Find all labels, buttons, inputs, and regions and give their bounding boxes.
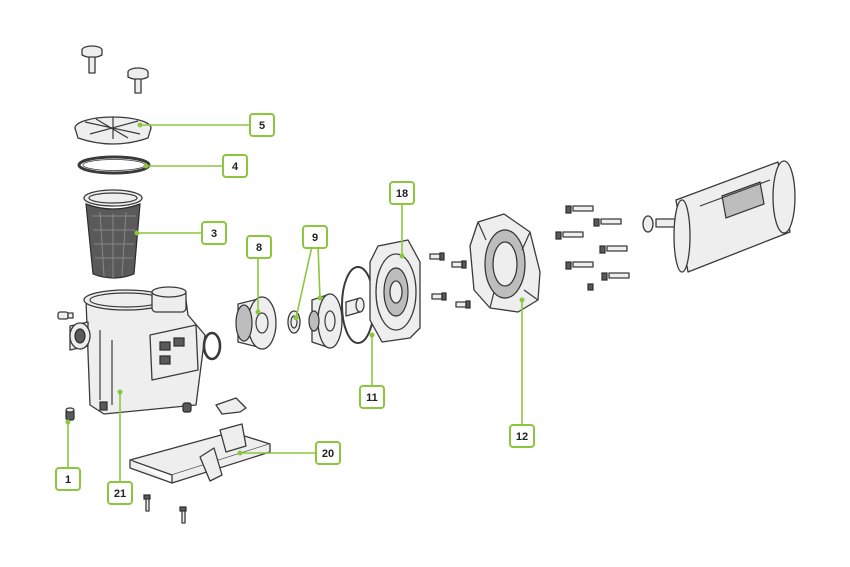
callout-label: 1 (65, 474, 71, 486)
impeller-ring (287, 310, 301, 334)
callout-1: 1 (55, 467, 81, 491)
callout-3: 3 (201, 221, 227, 245)
callout-20: 20 (315, 441, 341, 465)
callout-21: 21 (107, 481, 133, 505)
callout-4: 4 (222, 154, 248, 178)
callout-12: 12 (509, 424, 535, 448)
motor-bolts (555, 205, 630, 291)
callout-11: 11 (359, 385, 385, 409)
callout-label: 5 (259, 120, 265, 132)
callout-label: 21 (114, 488, 126, 500)
callout-label: 12 (516, 431, 528, 443)
drain-plug-left (57, 311, 74, 320)
callout-label: 11 (366, 392, 378, 404)
callout-8: 8 (246, 235, 272, 259)
seal-plate (369, 239, 421, 343)
mechanical-seal (345, 297, 365, 317)
housing-o-ring (202, 331, 222, 361)
drain-plug-1 (65, 407, 75, 421)
lid-knob-right (127, 67, 149, 94)
callout-label: 9 (312, 232, 318, 244)
motor-adapter (469, 213, 541, 313)
lid-knob-left (81, 45, 103, 74)
impeller (308, 293, 343, 349)
diffuser (235, 296, 277, 350)
pump-housing (69, 286, 206, 415)
callout-label: 8 (256, 242, 262, 254)
base-clip (215, 397, 247, 415)
lid-o-ring (77, 155, 151, 175)
small-plug-center (182, 402, 192, 413)
strainer-basket (83, 189, 143, 279)
callout-label: 4 (232, 161, 239, 173)
callout-label: 20 (322, 448, 334, 460)
callout-18: 18 (389, 181, 415, 205)
callout-label: 18 (396, 188, 408, 200)
seal-plate-bolts (429, 252, 471, 309)
base-screws (143, 494, 187, 524)
pump-motor (642, 160, 796, 273)
leader-lines (65, 122, 525, 482)
callout-9: 9 (302, 225, 328, 249)
callout-5: 5 (249, 113, 275, 137)
callout-label: 3 (211, 228, 217, 240)
strainer-lid (74, 116, 152, 145)
